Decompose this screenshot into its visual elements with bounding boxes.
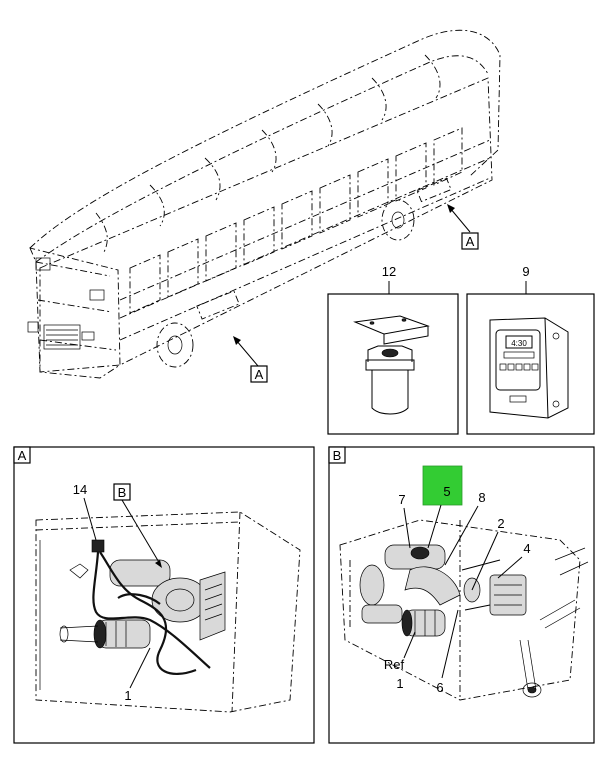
front-wheel: [156, 322, 194, 368]
item-9-label: 9: [522, 264, 529, 279]
detail-b-panel: B 5 7 8: [328, 446, 595, 744]
detail-b-item-1: 1: [396, 676, 403, 691]
detail-b-tag: B: [333, 448, 342, 463]
detail-b-item-7: 7: [398, 492, 405, 507]
detail-a-item-1: 1: [124, 688, 131, 703]
detail-b-item-2: 2: [497, 516, 504, 531]
detail-a-item-14: 14: [73, 482, 87, 497]
detail-b-item-4: 4: [523, 541, 530, 556]
bracket-filter-panel: 12: [327, 264, 459, 435]
detail-b-item-6: 6: [436, 680, 443, 695]
detail-b-item-ref: Ref: [384, 657, 405, 672]
detail-b-item-8: 8: [478, 490, 485, 505]
timer-panel: 9 4:30: [466, 264, 595, 435]
callout-a-bottom-label: A: [255, 367, 264, 382]
timer-display: 4:30: [511, 339, 527, 348]
detail-a-panel: A 14 B 1: [13, 446, 315, 744]
item-12-label: 12: [382, 264, 396, 279]
callout-a-bottom: A: [233, 336, 268, 383]
highlight-item-5: [422, 465, 463, 506]
callout-a-top-label: A: [466, 234, 475, 249]
rear-wheel: [381, 199, 415, 241]
detail-a-item-b: B: [118, 485, 127, 500]
bus-illustration: [27, 29, 501, 379]
callout-a-top: A: [447, 204, 479, 250]
detail-b-item-5: 5: [443, 484, 450, 499]
detail-a-tag: A: [18, 448, 27, 463]
